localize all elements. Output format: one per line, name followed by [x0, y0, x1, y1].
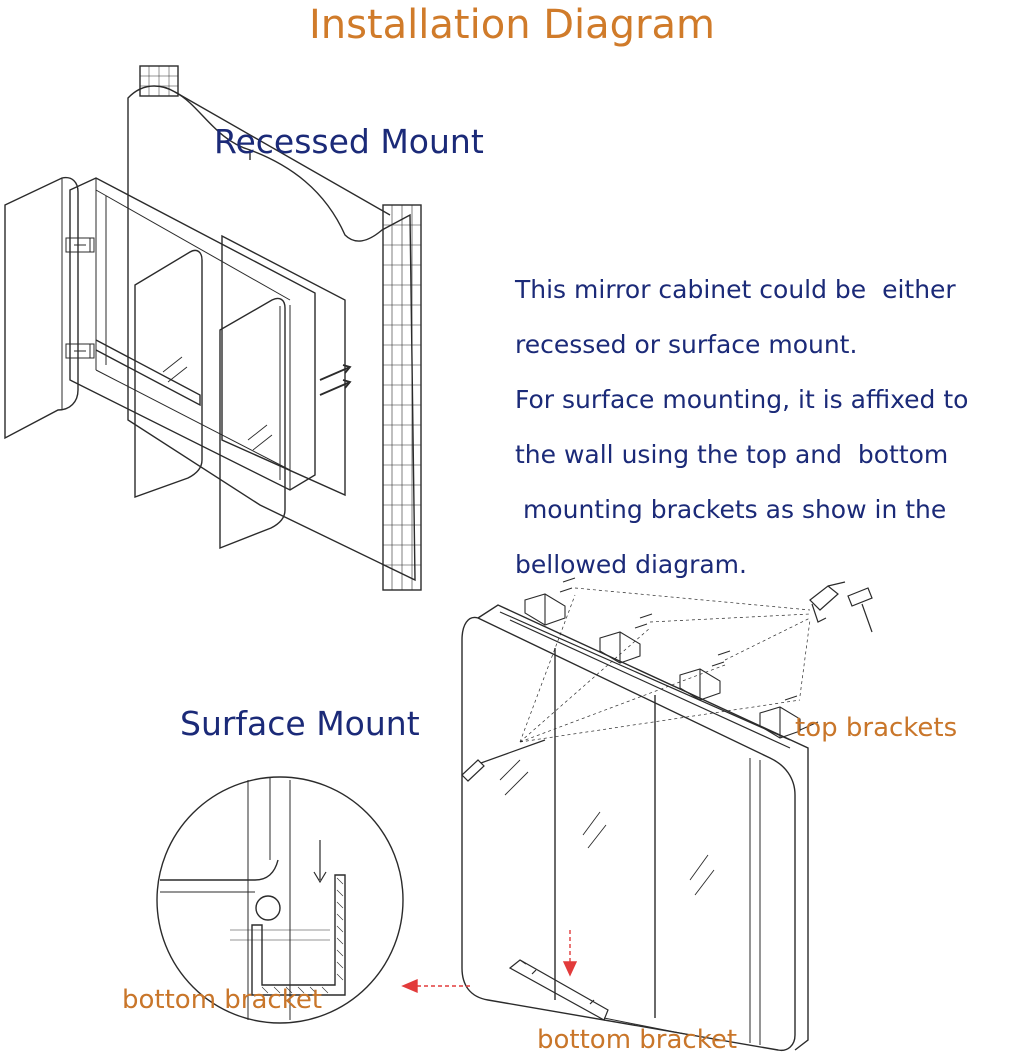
wall-opening: [221, 234, 346, 497]
surface-cabinet-frame: [461, 616, 796, 1052]
down-arrow: [562, 930, 578, 977]
bottom-bracket-leader: [603, 1017, 691, 1036]
cabinet-shelf: [95, 339, 201, 407]
middle-door: [134, 249, 203, 498]
left-door: [4, 176, 79, 440]
surface-cabinet-side: [477, 604, 809, 1051]
hammer-tool: [847, 587, 873, 633]
top-brackets-label: top brackets: [795, 713, 958, 743]
bottom-bracket-piece: [508, 959, 609, 1021]
wall-brick-texture: [383, 224, 421, 566]
top-bracket-3: [679, 668, 721, 701]
surface-top-rail: [499, 611, 791, 749]
description-line: recessed or surface mount.: [515, 330, 858, 359]
description-line: mounting brackets as show in the: [515, 495, 947, 524]
top-bracket-2: [599, 631, 641, 664]
description-block: This mirror cabinet could be either rece…: [515, 262, 968, 592]
top-bracket-4: [759, 706, 801, 739]
detail-arrow: [401, 978, 470, 994]
description-line: the wall using the top and bottom: [515, 440, 949, 469]
diagram-title: Installation Diagram: [309, 2, 715, 48]
detail-bracket-profile: [251, 874, 346, 996]
push-arrows: [319, 364, 352, 396]
hinge-top: [65, 237, 95, 253]
description-line: For surface mounting, it is affixed to: [515, 385, 969, 414]
hinge-bottom: [65, 343, 95, 359]
bottom-bracket-label: bottom bracket: [537, 1025, 738, 1055]
surface-mount-heading: Surface Mount: [180, 704, 420, 743]
bracket-detail-circle: [156, 776, 470, 1024]
recessed-mount-drawing: [4, 65, 422, 591]
drill-tool: [809, 581, 846, 623]
description-line: bellowed diagram.: [515, 550, 747, 579]
glass-reflection: [499, 759, 715, 896]
recessed-mount-heading: Recessed Mount: [214, 122, 484, 161]
wall-panel: [127, 85, 416, 582]
cabinet-box: [69, 177, 316, 491]
surface-mount-drawing: [461, 577, 873, 1052]
top-bracket-leader: [799, 721, 819, 731]
wall-edge-lines: [174, 91, 391, 216]
detail-bottom-bracket-label: bottom bracket: [122, 985, 323, 1015]
right-door: [219, 297, 286, 550]
guide-lines: [519, 587, 811, 743]
description-line: This mirror cabinet could be either: [515, 275, 956, 304]
screwdriver-tool: [461, 739, 546, 782]
top-bracket-1: [524, 593, 566, 626]
screws: [559, 577, 798, 701]
